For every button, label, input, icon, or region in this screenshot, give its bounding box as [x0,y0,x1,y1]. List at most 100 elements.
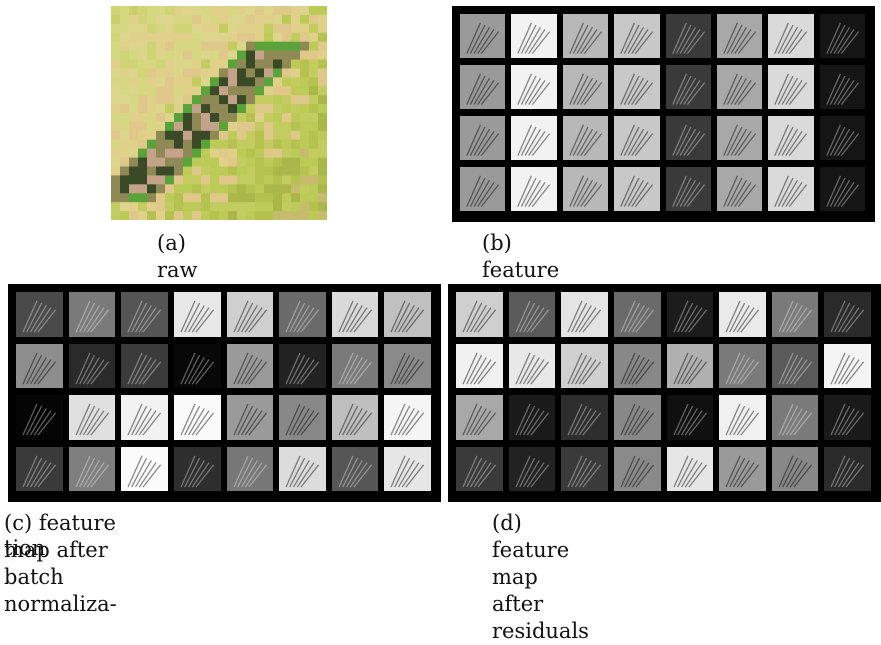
b-feature-tile [665,116,711,160]
raw-pixel [174,77,184,87]
raw-pixel [282,41,292,52]
raw-pixel [192,157,202,168]
c-feature-tile [68,343,116,388]
raw-pixel [120,86,130,96]
raw-pixel [138,41,148,52]
raw-pixel [120,121,130,132]
raw-pixel [246,86,256,96]
raw-pixel [273,41,283,52]
raw-pixel [228,77,238,87]
raw-pixel [192,95,202,105]
raw-pixel [291,6,301,16]
raw-pixel [264,121,274,132]
feature-grid-b [452,6,875,222]
raw-pixel [201,50,211,61]
c-tile-texture [285,300,320,333]
raw-pixel [228,50,238,61]
raw-pixel [237,175,247,185]
raw-pixel [111,59,121,70]
raw-pixel [255,202,265,212]
raw-pixel [318,202,327,212]
c-feature-tile [226,395,274,440]
raw-pixel [300,121,310,132]
raw-pixel [165,50,175,61]
raw-pixel [210,175,220,185]
raw-pixel [282,148,292,159]
raw-pixel [237,211,247,220]
raw-pixel [282,139,292,150]
raw-pixel [219,32,229,43]
raw-pixel [273,202,283,212]
d-tile-texture [725,455,760,488]
c-feature-tile [226,343,274,388]
raw-pixel [201,139,211,150]
b-tile-texture [620,22,654,55]
raw-pixel [111,193,121,203]
raw-pixel [237,148,247,159]
raw-pixel [120,130,130,141]
b-feature-tile [768,14,814,58]
raw-pixel [300,130,310,141]
c-feature-tile [331,343,379,388]
raw-pixel [129,211,139,220]
raw-pixel [192,104,202,114]
d-feature-tile [613,343,661,388]
raw-pixel [138,77,148,87]
raw-pixel [192,166,202,177]
raw-pixel [273,32,283,43]
raw-pixel [201,95,211,105]
b-tile-texture [825,73,859,106]
raw-pixel [165,68,175,78]
raw-pixel [174,14,184,25]
raw-pixel [237,193,247,203]
d-tile-texture [462,352,497,385]
b-feature-tile [768,167,814,211]
c-feature-tile [68,446,116,491]
raw-pixel [192,211,202,220]
b-feature-tile [511,116,557,160]
raw-pixel [156,211,166,220]
c-feature-tile [384,395,431,440]
raw-pixel [147,175,157,185]
d-tile-texture [830,352,865,385]
d-feature-tile [613,395,661,440]
b-feature-tile [716,167,763,211]
b-feature-tile [716,14,763,58]
d-feature-tile [771,292,819,337]
raw-pixel [174,95,184,105]
raw-pixel [183,23,193,34]
raw-pixel [228,95,238,105]
raw-pixel [228,14,238,25]
raw-pixel [138,50,148,61]
raw-pixel [138,6,148,16]
b-tile-texture [825,124,859,157]
raw-pixel [120,68,130,78]
raw-pixel [129,14,139,25]
raw-pixel [237,184,247,194]
raw-pixel [264,32,274,43]
raw-pixel [309,113,319,123]
raw-pixel [210,68,220,78]
raw-pixel [183,121,193,132]
raw-pixel [210,193,220,203]
raw-pixel [120,175,130,185]
raw-pixel [219,148,229,159]
raw-pixel [219,77,229,87]
raw-pixel [246,50,256,61]
raw-pixel [255,77,265,87]
raw-pixel [111,202,121,212]
d-tile-texture [830,300,865,333]
b-feature-tile [768,116,814,160]
raw-pixel [300,86,310,96]
c-feature-tile [121,446,168,491]
raw-pixel [264,59,274,70]
c-tile-texture [232,455,267,488]
c-tile-texture [338,403,372,436]
d-feature-tile [824,292,871,337]
b-feature-tile [562,167,609,211]
raw-pixel [129,23,139,34]
raw-pixel [111,130,121,141]
b-tile-texture [568,73,602,106]
raw-pixel [138,59,148,70]
raw-pixel [183,14,193,25]
